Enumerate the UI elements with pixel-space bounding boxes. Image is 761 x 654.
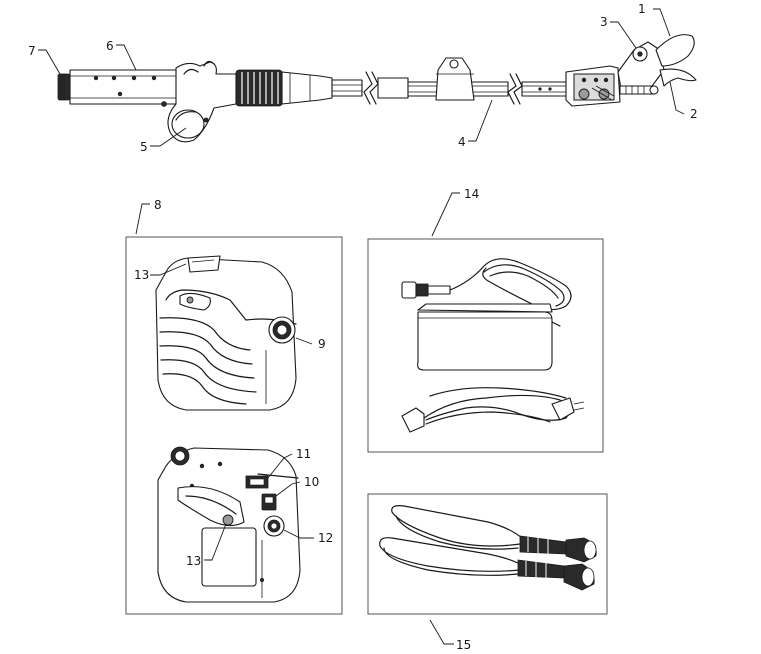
battery-back [157,446,301,603]
callout-3-label: 3 [600,15,608,29]
callout-6: 6 [106,39,137,71]
callout-9-label: 9 [318,337,326,351]
trigger-housing [161,60,237,143]
cable-box: 15 [367,493,608,652]
callout-2: 2 [669,81,698,121]
callout-15-label: 15 [456,638,471,652]
callout-1: 1 [638,2,671,37]
callout-14: 14 [431,187,479,237]
extension-cable [379,505,597,591]
callout-8: 8 [135,198,162,235]
callout-11-label: 11 [296,447,311,461]
grip-collar [235,69,333,107]
callout-2-label: 2 [690,107,698,121]
callout-8-label: 8 [154,198,162,212]
pole-pruner [57,34,697,143]
callout-6-label: 6 [106,39,114,53]
telescopic-pole [331,57,569,105]
callout-13-bottom: 13 [186,523,227,568]
callout-4: 4 [458,99,493,149]
end-cap [57,73,71,101]
callout-3: 3 [600,15,637,49]
callout-12-label: 12 [318,531,333,545]
callout-10-label: 10 [304,475,319,489]
callout-5-label: 5 [140,140,148,154]
callout-13-top-label: 13 [134,268,149,282]
battery-front [155,255,297,411]
callout-1-label: 1 [638,2,646,16]
callout-12: 12 [283,529,333,545]
callout-15: 15 [429,619,471,652]
power-adapter [417,303,553,371]
callout-13-bottom-label: 13 [186,554,201,568]
charger-box: 14 [367,187,604,453]
dc-plug-cable [401,258,572,327]
callout-7: 7 [28,44,61,75]
callout-7-label: 7 [28,44,36,58]
ac-power-cord [401,387,585,433]
callout-9: 9 [295,337,326,351]
cutting-head [565,34,697,107]
callout-5: 5 [140,127,187,154]
callout-11: 11 [267,447,311,479]
callout-4-label: 4 [458,135,466,149]
callout-14-label: 14 [464,187,479,201]
callout-13-top: 13 [134,263,187,282]
callout-10: 10 [275,475,319,497]
battery-box: 8 9 [125,198,343,615]
handle-tube [69,69,179,105]
